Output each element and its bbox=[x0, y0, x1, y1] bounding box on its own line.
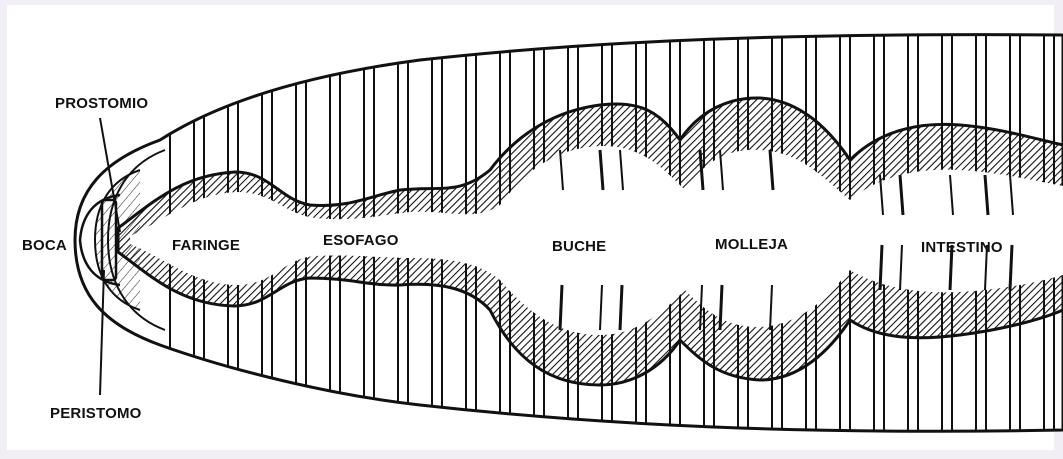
gut-fold-mark bbox=[620, 285, 622, 330]
gut-fold-mark bbox=[720, 285, 722, 330]
label-boca: BOCA bbox=[22, 237, 67, 254]
label-faringe: FARINGE bbox=[172, 237, 240, 254]
label-prostomio: PROSTOMIO bbox=[55, 95, 148, 112]
label-peristomo: PERISTOMO bbox=[50, 405, 142, 422]
gut-fold-mark bbox=[880, 245, 882, 290]
label-intestino: INTESTINO bbox=[921, 239, 1003, 256]
label-molleja: MOLLEJA bbox=[715, 236, 788, 253]
gut-fold-mark bbox=[560, 285, 562, 330]
label-buche: BUCHE bbox=[552, 238, 606, 255]
gut-fold-mark bbox=[1010, 245, 1012, 290]
label-esofago: ESOFAGO bbox=[323, 232, 399, 249]
